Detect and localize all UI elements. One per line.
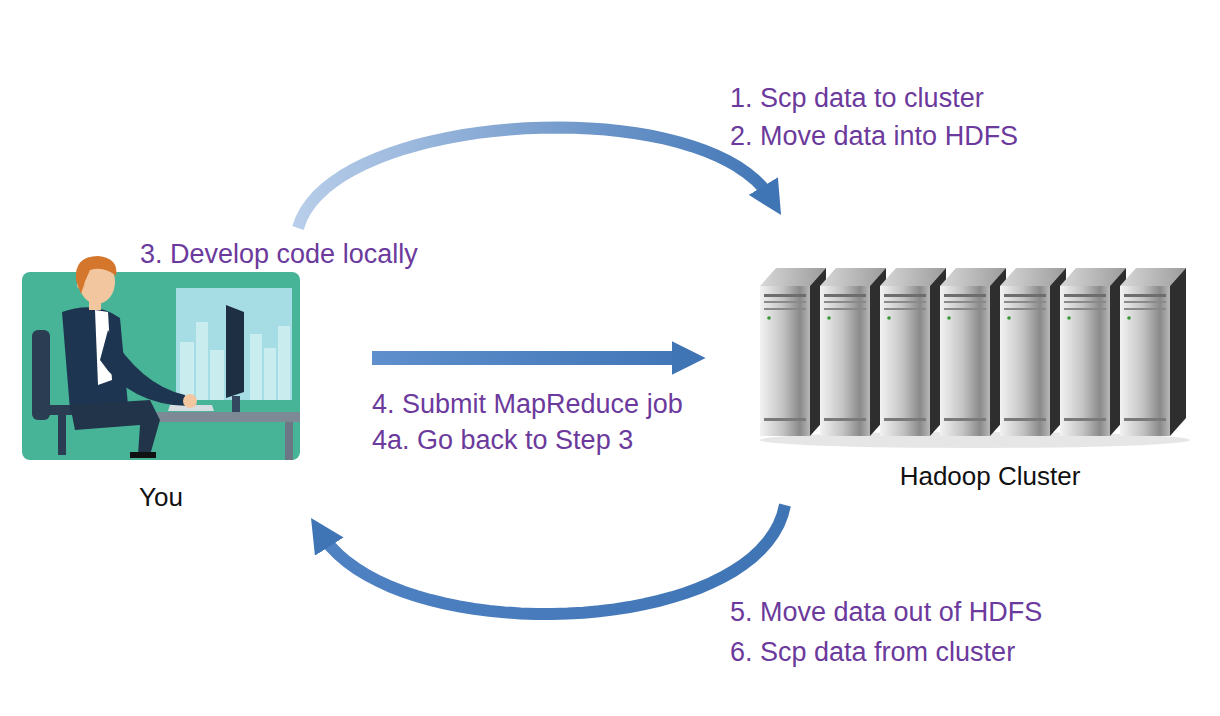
step-label: 4. Submit MapReduce job (372, 388, 683, 420)
step-label: 5. Move data out of HDFS (730, 596, 1042, 628)
node-label: You (22, 482, 300, 512)
step-label: 2. Move data into HDFS (730, 120, 1018, 152)
developer-illustration (22, 256, 300, 460)
flow-arrow (318, 505, 785, 614)
flow-arrow (372, 351, 692, 365)
actor-node: Hadoop Cluster (705, 215, 1185, 505)
step-label: 4a. Go back to Step 3 (372, 424, 633, 456)
flow-arrow (298, 128, 774, 228)
actor-node: You (22, 228, 372, 518)
node-label: Hadoop Cluster (855, 461, 1125, 491)
step-label: 1. Scp data to cluster (730, 82, 984, 114)
step-label: 3. Develop code locally (140, 238, 418, 270)
step-label: 6. Scp data from cluster (730, 636, 1015, 668)
server-cluster-illustration (760, 268, 1190, 448)
